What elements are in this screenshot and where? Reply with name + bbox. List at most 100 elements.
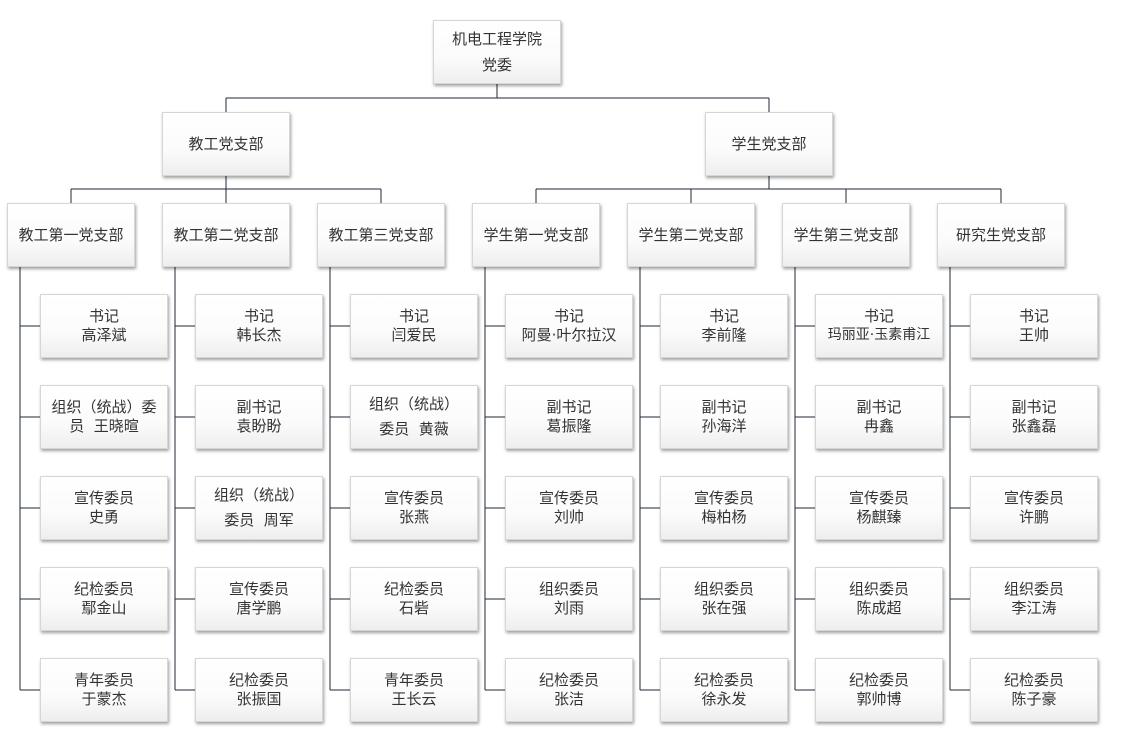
member-role: 组织（统战） [213, 486, 304, 504]
member-name: 张燕 [398, 508, 429, 526]
root-subtitle: 党委 [481, 56, 512, 74]
member-name: 李前隆 [701, 326, 747, 344]
member-name: 员 王晓暄 [69, 417, 139, 435]
node-branch-5: 学生第二党支部 [627, 203, 755, 267]
member-role: 书记 [243, 307, 274, 325]
member-node: 书记 李前隆 [660, 294, 788, 358]
member-node: 组织委员 刘雨 [505, 567, 633, 631]
member-node: 书记 王帅 [970, 294, 1098, 358]
member-name: 冉鑫 [863, 417, 894, 435]
member-node: 副书记 冉鑫 [815, 385, 943, 449]
node-student-branch: 学生党支部 [705, 112, 833, 176]
member-role: 纪检委员 [228, 671, 289, 689]
member-role: 纪检委员 [383, 580, 444, 598]
node-label: 学生第三党支部 [793, 226, 899, 244]
member-name: 张振国 [236, 690, 282, 708]
member-name: 鄢金山 [81, 599, 127, 617]
member-role: 宣传委员 [383, 489, 444, 507]
member-name: 阿曼·叶尔拉汉 [521, 326, 617, 344]
member-node: 青年委员 王长云 [350, 658, 478, 722]
member-role: 宣传委员 [73, 489, 134, 507]
member-node: 组织委员 陈成超 [815, 567, 943, 631]
member-node: 组织（统战） 委员 黄薇 [350, 385, 478, 449]
node-label: 学生第一党支部 [483, 226, 589, 244]
member-node: 副书记 孙海洋 [660, 385, 788, 449]
member-role: 纪检委员 [693, 671, 754, 689]
member-node: 纪检委员 石砦 [350, 567, 478, 631]
member-name: 闫爱民 [391, 326, 437, 344]
member-role: 书记 [553, 307, 584, 325]
member-name: 高泽斌 [81, 326, 127, 344]
member-node: 纪检委员 陈子豪 [970, 658, 1098, 722]
member-name: 郭帅博 [856, 690, 902, 708]
member-role: 书记 [398, 307, 429, 325]
member-role: 书记 [863, 307, 894, 325]
member-node: 书记 阿曼·叶尔拉汉 [505, 294, 633, 358]
member-node: 宣传委员 杨麒臻 [815, 476, 943, 540]
member-role: 书记 [708, 307, 739, 325]
member-role: 组织（统战）委 [51, 398, 157, 416]
member-node: 纪检委员 张振国 [195, 658, 323, 722]
node-branch-2: 教工第二党支部 [162, 203, 290, 267]
member-role: 组织委员 [1003, 580, 1064, 598]
member-name: 玛丽亚·玉素甫江 [827, 327, 931, 343]
member-node: 副书记 袁盼盼 [195, 385, 323, 449]
member-name: 孙海洋 [701, 417, 747, 435]
member-name: 张鑫磊 [1011, 417, 1057, 435]
member-node: 宣传委员 许鹏 [970, 476, 1098, 540]
member-node: 书记 闫爱民 [350, 294, 478, 358]
member-name: 史勇 [88, 508, 119, 526]
member-name: 杨麒臻 [856, 508, 902, 526]
member-node: 纪检委员 鄢金山 [40, 567, 168, 631]
member-name: 张洁 [553, 690, 584, 708]
member-role: 副书记 [236, 398, 282, 416]
member-name: 刘帅 [553, 508, 584, 526]
node-label: 教工第三党支部 [328, 226, 434, 244]
member-role: 宣传委员 [1003, 489, 1064, 507]
member-role: 宣传委员 [848, 489, 909, 507]
member-role: 青年委员 [383, 671, 444, 689]
member-role: 副书记 [701, 398, 747, 416]
node-label: 学生第二党支部 [638, 226, 744, 244]
member-role: 纪检委员 [73, 580, 134, 598]
member-name: 李江涛 [1011, 599, 1057, 617]
member-role: 纪检委员 [538, 671, 599, 689]
root-node: 机电工程学院 党委 [433, 20, 561, 84]
member-node: 副书记 张鑫磊 [970, 385, 1098, 449]
member-node: 青年委员 于蒙杰 [40, 658, 168, 722]
member-name: 韩长杰 [236, 326, 282, 344]
member-node: 宣传委员 刘帅 [505, 476, 633, 540]
member-node: 组织委员 张在强 [660, 567, 788, 631]
member-node: 书记 高泽斌 [40, 294, 168, 358]
member-role: 纪检委员 [848, 671, 909, 689]
member-name: 王长云 [391, 690, 437, 708]
member-role: 青年委员 [73, 671, 134, 689]
member-role: 组织（统战） [368, 395, 459, 413]
node-label: 教工第二党支部 [173, 226, 279, 244]
member-role: 组织委员 [848, 580, 909, 598]
member-role: 组织委员 [693, 580, 754, 598]
node-branch-6: 学生第三党支部 [782, 203, 910, 267]
member-role: 副书记 [546, 398, 592, 416]
member-name: 葛振隆 [546, 417, 592, 435]
member-name: 徐永发 [701, 690, 747, 708]
member-node: 书记 韩长杰 [195, 294, 323, 358]
member-name: 王帅 [1018, 326, 1049, 344]
member-name: 陈成超 [856, 599, 902, 617]
member-node: 组织委员 李江涛 [970, 567, 1098, 631]
member-role: 宣传委员 [228, 580, 289, 598]
member-name: 石砦 [398, 599, 429, 617]
member-name: 许鹏 [1018, 508, 1049, 526]
member-role: 宣传委员 [538, 489, 599, 507]
node-branch-1: 教工第一党支部 [7, 203, 135, 267]
node-label: 研究生党支部 [955, 226, 1046, 244]
member-node: 组织（统战）委 员 王晓暄 [40, 385, 168, 449]
member-node: 宣传委员 唐学鹏 [195, 567, 323, 631]
member-role: 副书记 [856, 398, 902, 416]
member-name: 委员 周军 [224, 511, 294, 529]
member-name: 唐学鹏 [236, 599, 282, 617]
member-node: 副书记 葛振隆 [505, 385, 633, 449]
member-role: 组织委员 [538, 580, 599, 598]
member-role: 书记 [1018, 307, 1049, 325]
